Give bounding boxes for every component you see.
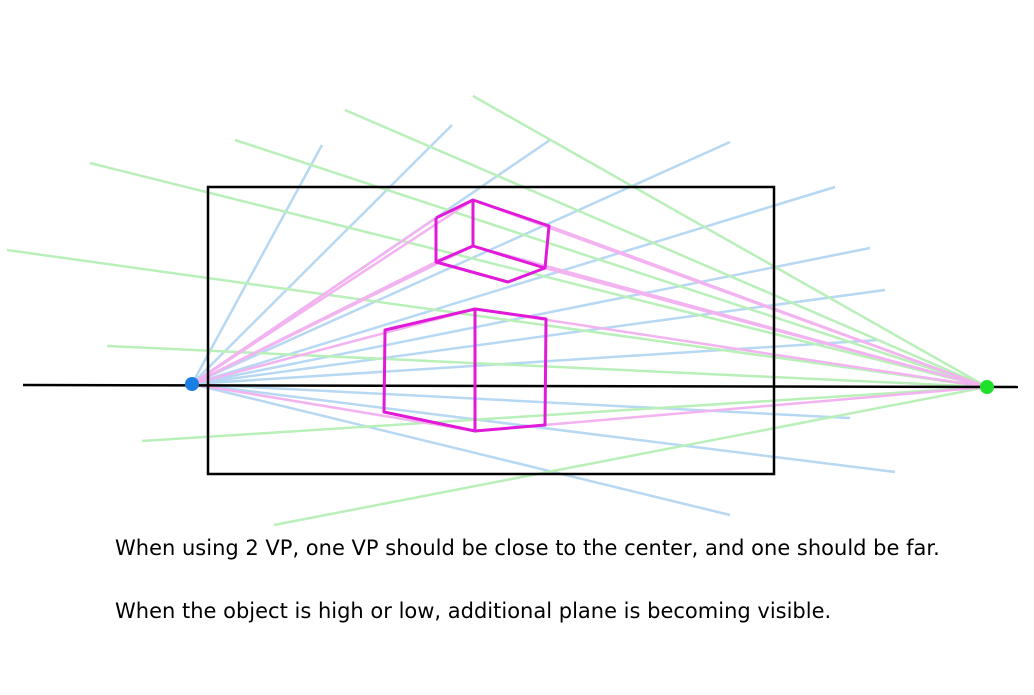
object-guide-line (474, 307, 988, 389)
right-vp-guide-line (141, 385, 988, 443)
left-vp-guide-line (191, 382, 731, 517)
right-vp-guide-line (6, 248, 988, 389)
object-guide-line (474, 385, 988, 433)
object-guide-lines (191, 198, 988, 433)
left-vp-guide-line (191, 124, 453, 385)
caption-close-far-vp: When using 2 VP, one VP should be close … (115, 536, 940, 560)
caption-additional-plane: When the object is high or low, addition… (115, 599, 832, 623)
left-vanishing-point (185, 377, 199, 391)
upper-box (434, 198, 551, 284)
perspective-diagram (6, 94, 1019, 527)
left-vp-guide-line (191, 288, 886, 386)
object-guide-line (191, 382, 476, 433)
left-vp-guide-line (190, 144, 324, 385)
left-vp-guide-line (191, 185, 836, 386)
object-guide-line (191, 216, 437, 386)
right-vp-guide-lines (6, 94, 988, 527)
right-vp-guide-line (273, 385, 988, 527)
right-vanishing-point (980, 380, 994, 394)
picture-frame (206, 185, 776, 476)
upper-box-bottom-edges (435, 244, 546, 270)
right-vp-guide-line (89, 161, 988, 389)
left-vp-guide-line (191, 140, 731, 386)
left-vp-guide-line (191, 338, 879, 386)
lower-box (382, 307, 548, 433)
left-vp-guide-line (191, 382, 896, 474)
right-vp-guide-line (234, 138, 988, 389)
left-vp-guide-line (191, 382, 851, 420)
object-guide-line (548, 224, 988, 389)
object-guide-line (544, 266, 988, 389)
horizon-line (22, 383, 1019, 389)
object-guide-line (191, 260, 437, 386)
lower-box-right-face (473, 307, 548, 433)
right-vp-guide-line (344, 108, 988, 389)
right-vp-guide-line (472, 94, 988, 389)
